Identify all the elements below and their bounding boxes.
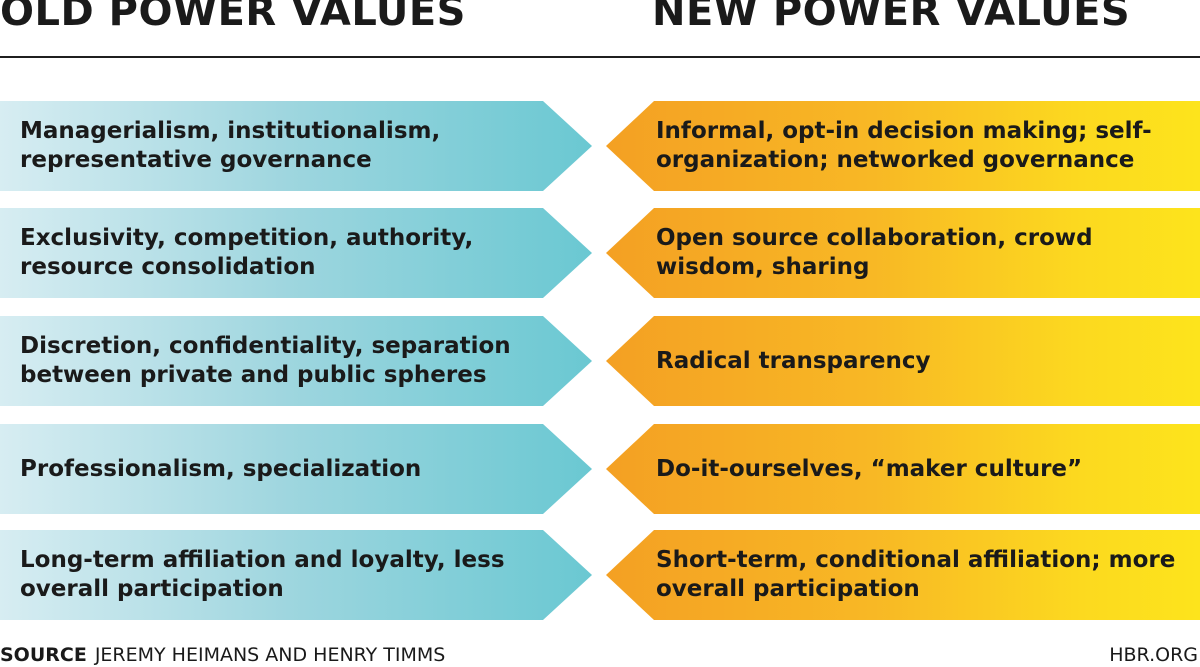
comparison-row-1: Managerialism, institutionalism, represe… bbox=[0, 101, 1200, 191]
old-arrow-box bbox=[0, 530, 592, 620]
old-power-heading: OLD POWER VALUES bbox=[0, 0, 466, 35]
new-value-label: Do-it-ourselves, “maker culture” bbox=[656, 455, 1083, 482]
old-value-label: Professionalism, specialization bbox=[20, 455, 422, 482]
new-power-heading: NEW POWER VALUES bbox=[652, 0, 1131, 35]
new-arrow-box bbox=[606, 424, 1200, 514]
source-label: SOURCE bbox=[0, 644, 87, 666]
new-arrow-box bbox=[606, 316, 1200, 406]
old-value-label: Exclusivity, competition, authority, res… bbox=[20, 225, 474, 280]
new-arrow-box bbox=[606, 530, 1200, 620]
old-arrow-box bbox=[0, 101, 592, 191]
publisher-credit: HBR.ORG bbox=[1109, 644, 1198, 666]
old-value-label: Managerialism, institutionalism, represe… bbox=[20, 118, 441, 173]
source-credit: SOURCE JEREMY HEIMANS AND HENRY TIMMS bbox=[0, 643, 445, 667]
comparison-row-3: Discretion, confidentiality, separation … bbox=[0, 316, 1200, 406]
comparison-row-5: Long-term affiliation and loyalty, less … bbox=[0, 530, 1200, 620]
new-arrow-box bbox=[606, 208, 1200, 298]
old-arrow-box bbox=[0, 424, 592, 514]
comparison-row-2: Exclusivity, competition, authority, res… bbox=[0, 208, 1200, 298]
old-arrow-box bbox=[0, 208, 592, 298]
new-value-label: Informal, opt-in decision making; self-o… bbox=[656, 118, 1152, 173]
comparison-row-4: Professionalism, specialization Do-it-ou… bbox=[0, 424, 1200, 514]
new-value-label: Radical transparency bbox=[656, 347, 931, 374]
old-value-label: Long-term affiliation and loyalty, less … bbox=[20, 547, 505, 602]
old-arrow-box bbox=[0, 316, 592, 406]
heading-divider bbox=[0, 56, 1200, 58]
new-value-label: Short-term, conditional affiliation; mor… bbox=[656, 547, 1176, 602]
new-value-label: Open source collaboration, crowd wisdom,… bbox=[656, 225, 1093, 280]
old-value-label: Discretion, confidentiality, separation … bbox=[20, 333, 511, 388]
source-text: JEREMY HEIMANS AND HENRY TIMMS bbox=[94, 644, 446, 666]
new-arrow-box bbox=[606, 101, 1200, 191]
